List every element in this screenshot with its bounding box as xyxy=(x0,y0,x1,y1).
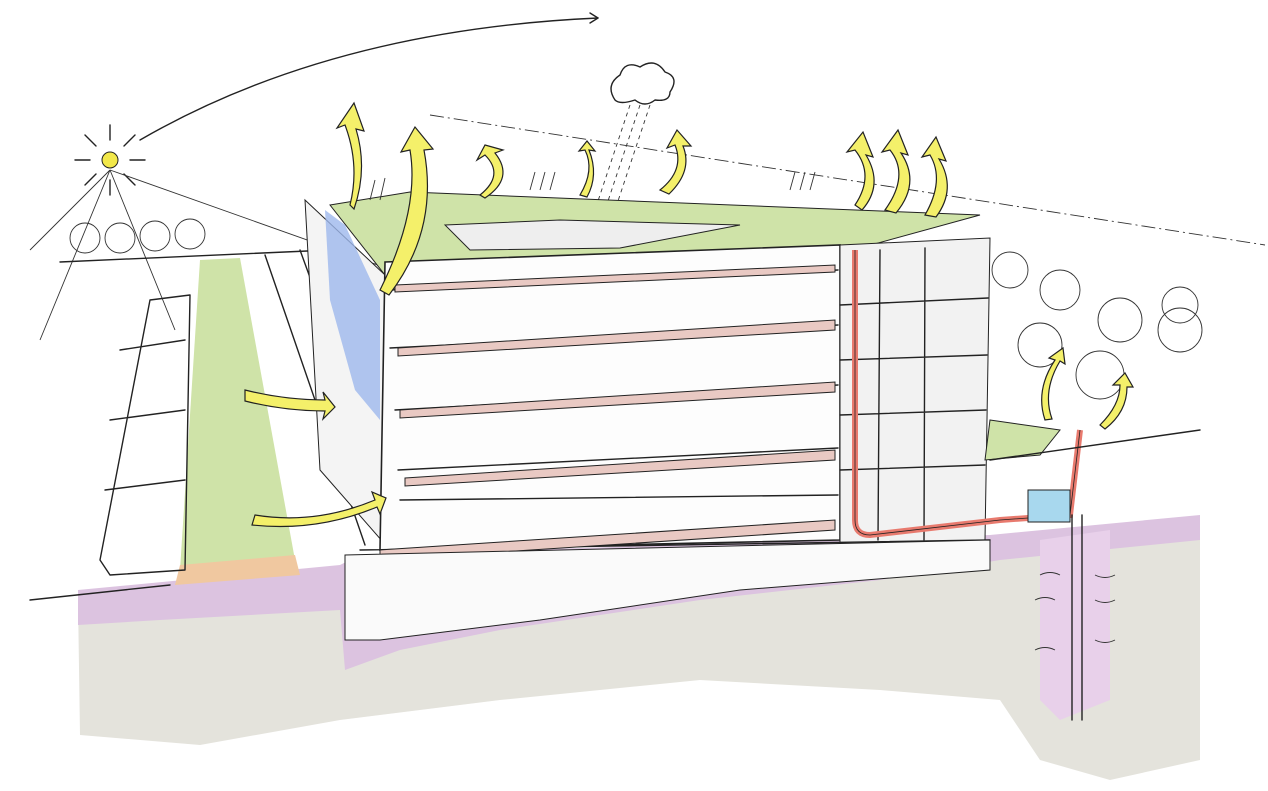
right-ground-line xyxy=(989,429,1201,461)
pergola-structure xyxy=(99,294,191,576)
water-tank xyxy=(1027,489,1071,523)
arrow-head-icon xyxy=(589,12,599,24)
borehole xyxy=(1071,514,1083,721)
ceiling-elements xyxy=(379,264,836,561)
right-lawn xyxy=(984,419,1061,461)
glazing-strip xyxy=(325,210,380,420)
trees-left xyxy=(69,218,206,254)
borehole-zone xyxy=(1040,530,1110,720)
building xyxy=(304,191,1083,641)
trees-right xyxy=(991,251,1203,400)
planting-edge xyxy=(175,555,300,585)
sun-icon xyxy=(29,124,421,341)
basement xyxy=(344,539,991,641)
sun-path-arc xyxy=(139,17,599,141)
roof-skylight xyxy=(443,219,741,251)
vent-arrows xyxy=(369,171,816,201)
rain-cloud-icon xyxy=(594,62,675,211)
horizon-line xyxy=(429,114,1266,246)
heat-release-arrows xyxy=(244,101,1135,528)
street-line xyxy=(29,249,331,601)
stair-core xyxy=(839,237,991,546)
lawn-strip xyxy=(180,258,295,570)
ground-heat-arrows xyxy=(1034,572,1116,651)
